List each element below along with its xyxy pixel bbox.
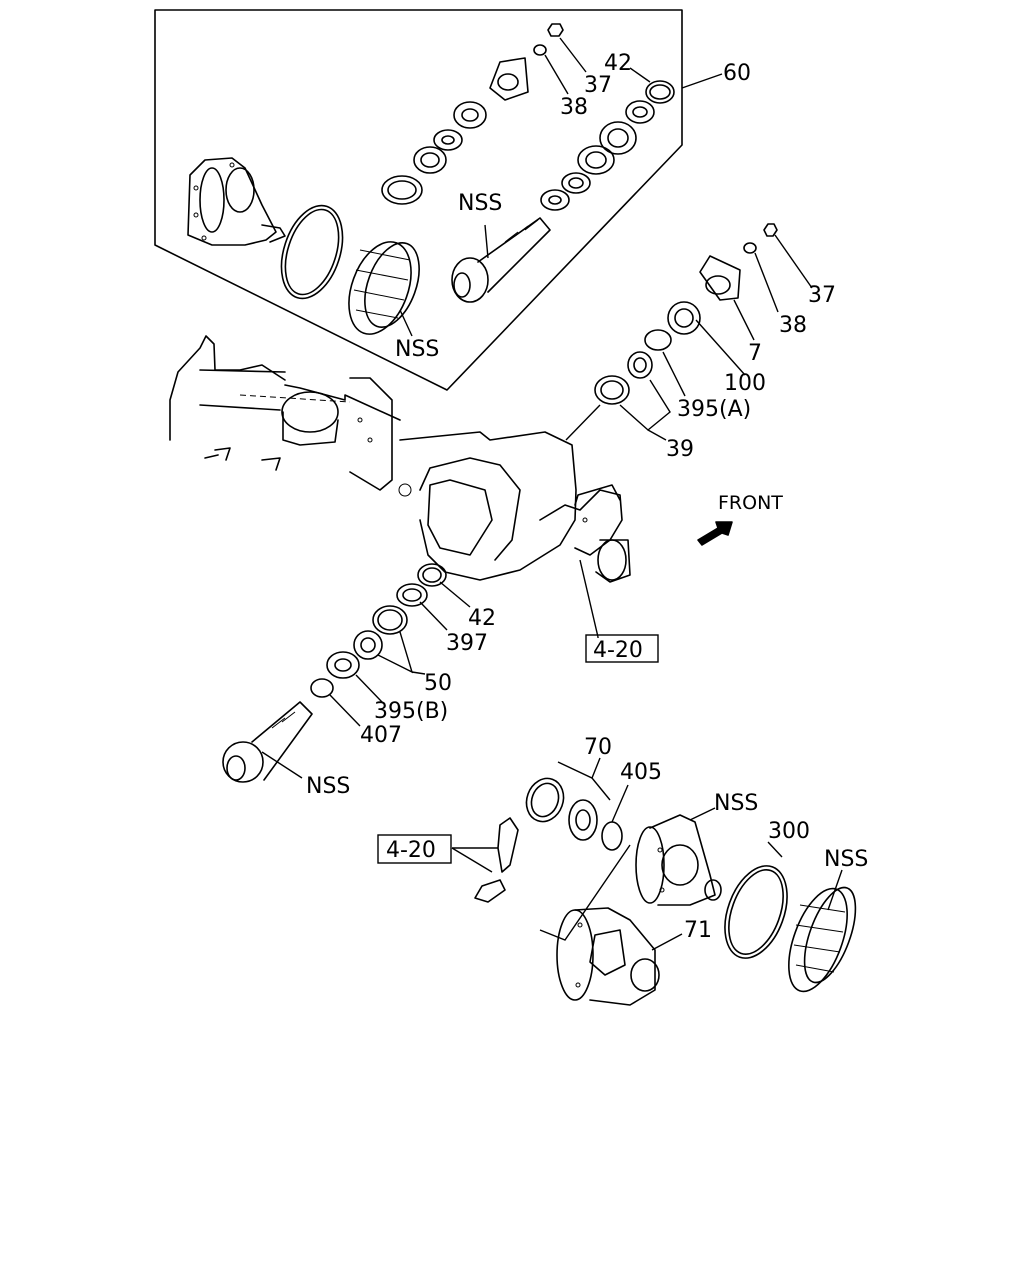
callout-nss-ring-top[interactable]: NSS <box>395 337 439 362</box>
ref-box-mid <box>585 634 659 663</box>
ref-4-20-mid[interactable]: 4-20 <box>593 638 643 663</box>
front-arrow-icon <box>697 521 733 546</box>
callout-100[interactable]: 100 <box>724 371 766 396</box>
callout-nss-pinion-top[interactable]: NSS <box>458 191 502 216</box>
callout-407[interactable]: 407 <box>360 723 402 748</box>
callout-nss-ring-bottom[interactable]: NSS <box>824 847 868 872</box>
callout-labels: 60 42 37 38 NSS NSS 37 38 7 100 395(A) 3… <box>306 51 868 943</box>
callout-42-top[interactable]: 42 <box>604 51 632 76</box>
callout-37-top[interactable]: 37 <box>584 73 612 98</box>
callout-300[interactable]: 300 <box>768 819 810 844</box>
drive-pinion-bottom <box>222 701 313 783</box>
differential-carrier-top <box>187 157 286 246</box>
front-label: FRONT <box>718 492 783 514</box>
callout-60[interactable]: 60 <box>723 61 751 86</box>
pinion-parts-left <box>310 563 447 698</box>
callout-71[interactable]: 71 <box>684 918 712 943</box>
nut-washer-top <box>533 23 564 56</box>
side-bearing-parts <box>474 777 623 903</box>
lsd-case <box>556 907 660 1006</box>
callout-39[interactable]: 39 <box>666 437 694 462</box>
callout-42-mid[interactable]: 42 <box>468 606 496 631</box>
callout-37-right[interactable]: 37 <box>808 283 836 308</box>
ref-box-lower <box>377 834 452 864</box>
axle-housing <box>169 335 631 583</box>
kit-60-boundary <box>154 9 683 391</box>
callout-395a[interactable]: 395(A) <box>677 397 751 422</box>
ring-gear-top <box>348 241 420 335</box>
o-ring-bottom <box>724 865 788 959</box>
callout-70[interactable]: 70 <box>584 735 612 760</box>
callout-405[interactable]: 405 <box>620 760 662 785</box>
callout-nss-case[interactable]: NSS <box>714 791 758 816</box>
bearing-stack-top <box>381 57 675 211</box>
ref-4-20-lower[interactable]: 4-20 <box>386 838 436 863</box>
ring-gear-bottom <box>788 886 857 993</box>
callout-nss-pinion-bottom[interactable]: NSS <box>306 774 350 799</box>
callout-7[interactable]: 7 <box>748 341 762 366</box>
callout-397[interactable]: 397 <box>446 631 488 656</box>
callout-38-top[interactable]: 38 <box>560 95 588 120</box>
pinion-parts-right <box>594 223 778 405</box>
drive-pinion-top <box>451 217 551 303</box>
o-ring-top <box>280 204 344 300</box>
callout-38-right[interactable]: 38 <box>779 313 807 338</box>
callout-395b[interactable]: 395(B) <box>374 699 448 724</box>
callout-50[interactable]: 50 <box>424 671 452 696</box>
differential-case <box>635 814 722 906</box>
leader-lines <box>261 37 843 951</box>
